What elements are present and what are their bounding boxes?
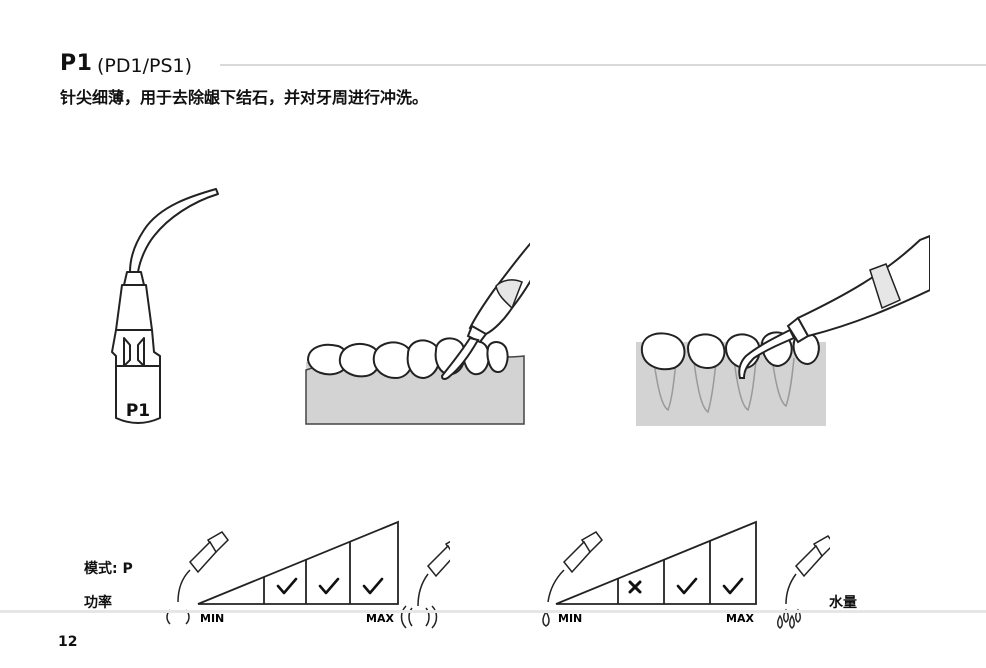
water-level-3-check-icon [722, 577, 744, 595]
handpiece-ring [495, 279, 523, 310]
water-level-1-cross-icon [628, 580, 642, 594]
teeth-row [306, 337, 509, 380]
footer-divider [0, 610, 986, 613]
tip-body-label: P1 [126, 401, 150, 421]
power-handpiece-min-icon [177, 531, 229, 603]
water-level-2-check-icon [676, 577, 698, 595]
tooth-roots [653, 357, 795, 414]
water-drops-high-icon [777, 608, 801, 629]
water-wedge [555, 520, 757, 605]
vibration-high-icon [400, 605, 438, 629]
tip-code: P1 [60, 51, 93, 76]
water-handpiece-min-icon [547, 531, 603, 603]
power-scale: MIN MAX [166, 520, 450, 629]
title-divider [220, 64, 986, 66]
power-min-label: MIN [200, 612, 224, 625]
water-handpiece-max-icon [785, 535, 830, 605]
power-max-label: MAX [366, 612, 394, 625]
power-level-2-check-icon [318, 577, 340, 595]
tip-description: 针尖细薄，用于去除龈下结石，并对牙周进行冲洗。 [60, 88, 429, 107]
power-label: 功率 [84, 595, 112, 611]
power-handpiece-max-icon [417, 540, 450, 607]
power-level-1-check-icon [276, 577, 298, 595]
tip-illustration: P1 [111, 188, 219, 424]
water-drop-low-icon [542, 610, 550, 627]
power-wedge [197, 520, 399, 605]
scaling-illustration [305, 242, 530, 425]
handpiece-2 [738, 234, 930, 379]
mode-label: 模式: P [84, 561, 133, 577]
tip-subcode: (PD1/PS1) [97, 55, 193, 77]
tip-drawing [111, 188, 219, 424]
handpiece-ring-2 [869, 263, 901, 310]
page-number: 12 [58, 634, 78, 650]
water-min-label: MIN [558, 612, 582, 625]
irrigation-illustration [636, 234, 930, 426]
water-label: 水量 [829, 595, 857, 611]
power-level-3-check-icon [362, 577, 384, 595]
water-scale: MIN MAX [542, 520, 830, 629]
water-max-label: MAX [726, 612, 754, 625]
